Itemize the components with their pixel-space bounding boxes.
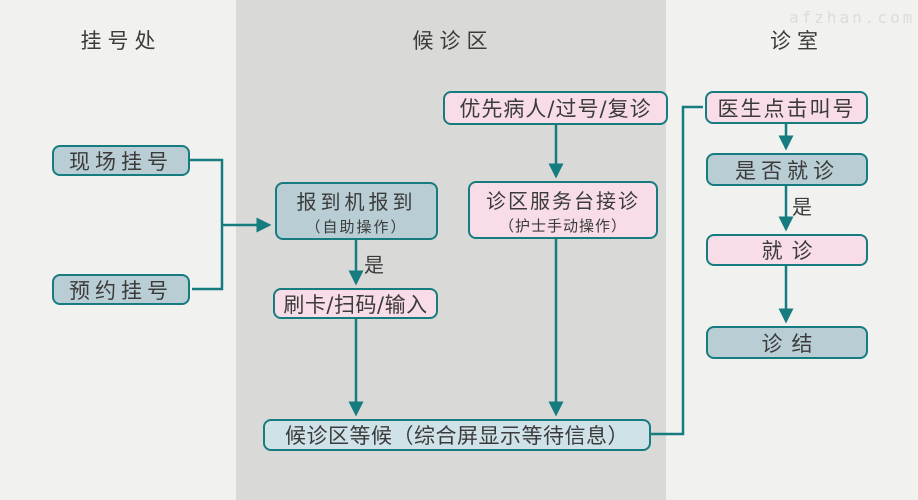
node-priority-patient-label: 优先病人/过号/复诊 (459, 97, 652, 121)
node-onsite-registration-label: 现场挂号 (69, 149, 173, 174)
node-checkin-machine-line1: 报到机报到 (296, 189, 417, 214)
node-waiting-area-display: 候诊区等候（综合屏显示等待信息） (263, 419, 651, 451)
node-consult-label: 就诊 (761, 239, 822, 263)
node-appointment-registration: 预约挂号 (52, 274, 190, 305)
node-service-desk-line1: 诊区服务台接诊 (486, 188, 640, 213)
node-checkin-machine: 报到机报到 （自助操作） (275, 182, 438, 240)
edge-label-yes-attend: 是 (792, 195, 812, 219)
node-waiting-area-display-label: 候诊区等候（综合屏显示等待信息） (285, 424, 629, 448)
connector-waiting-to-doctor-call (651, 105, 703, 436)
node-attend-check-label: 是否就诊 (735, 158, 839, 183)
connector-registration-merge (190, 158, 224, 291)
node-onsite-registration: 现场挂号 (52, 145, 190, 176)
node-service-desk-line2: （护士手动操作） (498, 216, 627, 235)
node-checkin-machine-line2: （自助操作） (305, 217, 408, 236)
column-header-waiting-area: 候诊区 (412, 29, 494, 53)
node-consult-end-label: 诊结 (761, 331, 822, 356)
node-attend-check: 是否就诊 (706, 153, 868, 186)
edge-label-yes-checkin: 是 (364, 253, 384, 277)
node-doctor-call: 医生点击叫号 (705, 91, 868, 124)
column-header-consult-room: 诊室 (770, 29, 824, 53)
node-consult: 就诊 (706, 234, 868, 266)
column-header-registration: 挂号处 (80, 29, 162, 53)
node-swipe-scan-input: 刷卡/扫码/输入 (273, 288, 438, 319)
node-consult-end: 诊结 (706, 326, 868, 359)
waiting-area-band (236, 0, 666, 500)
node-doctor-call-label: 医生点击叫号 (717, 96, 856, 121)
node-priority-patient: 优先病人/过号/复诊 (443, 91, 668, 125)
watermark: afzhan.com (789, 8, 916, 27)
node-appointment-registration-label: 预约挂号 (69, 278, 173, 303)
node-swipe-scan-input-label: 刷卡/扫码/输入 (283, 292, 428, 317)
node-service-desk: 诊区服务台接诊 （护士手动操作） (468, 181, 658, 239)
